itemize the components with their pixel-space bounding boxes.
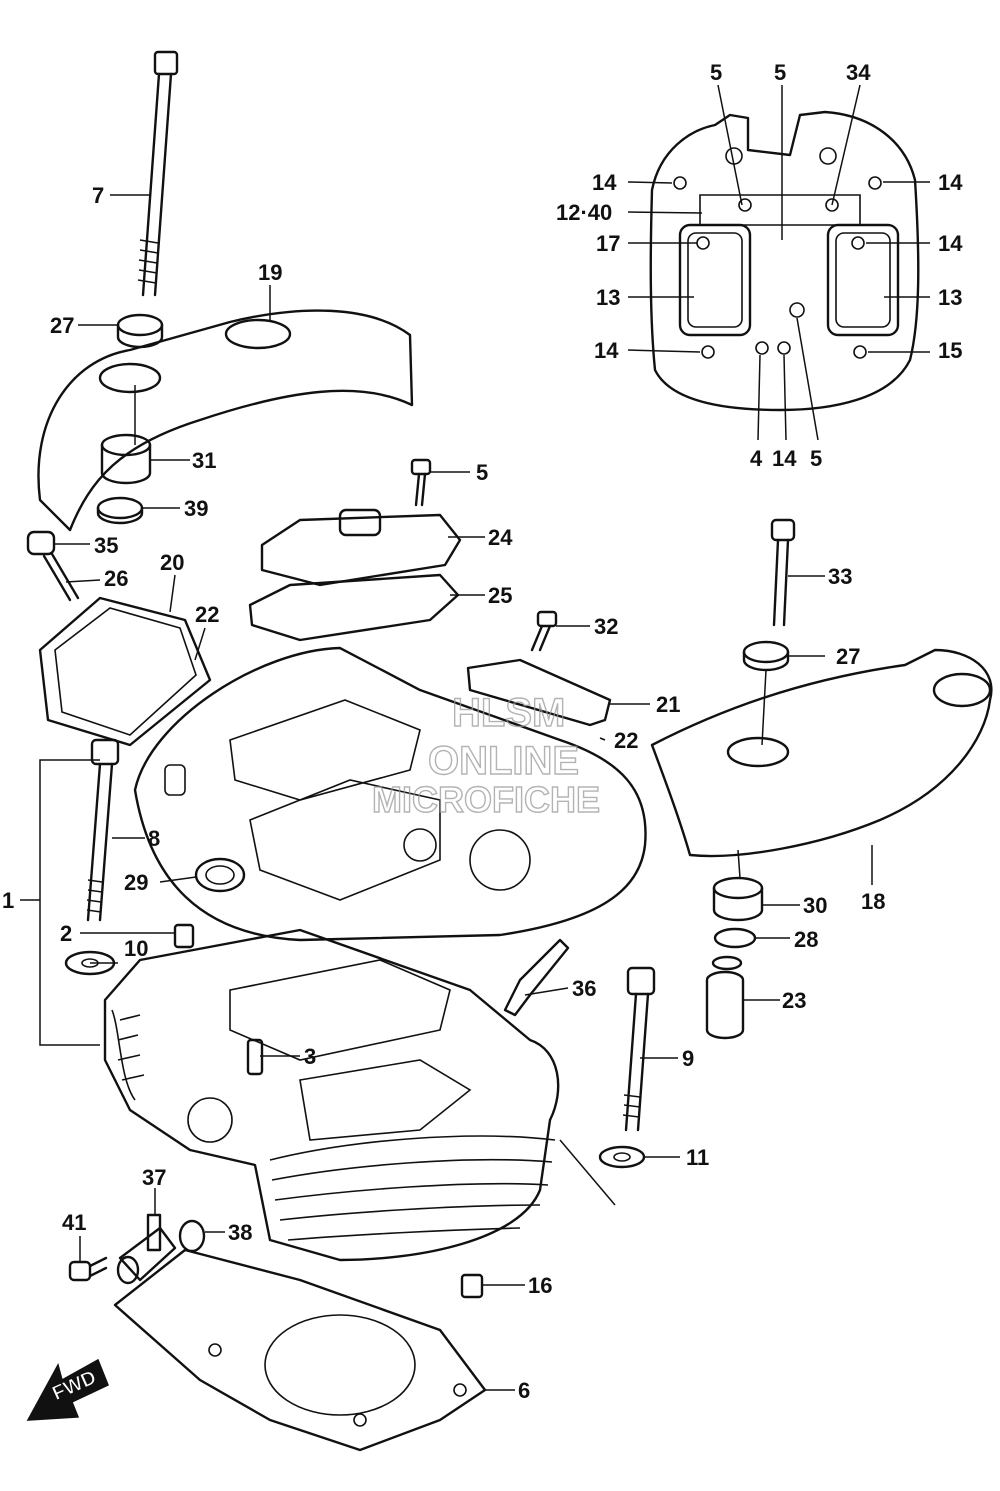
part-29-seal	[194, 857, 246, 893]
label-5-mid: 5	[476, 460, 488, 485]
label-9: 9	[682, 1046, 694, 1071]
label-11: 11	[686, 1145, 709, 1170]
part-23-collar	[705, 955, 745, 1040]
part-18-cover	[650, 648, 993, 858]
label-14-a: 14	[592, 170, 617, 195]
label-28: 28	[794, 927, 818, 952]
leader-lines	[20, 84, 930, 1391]
label-33: 33	[828, 564, 852, 589]
part-16-dowel	[460, 1273, 484, 1299]
label-41: 41	[62, 1210, 86, 1235]
inset-head-top-view	[649, 110, 920, 412]
part-36-spark-plug	[503, 938, 570, 1017]
label-6: 6	[518, 1378, 530, 1403]
label-2: 2	[60, 921, 72, 946]
label-35: 35	[94, 533, 118, 558]
label-5-inset-c: 5	[810, 446, 822, 471]
part-21-plate	[466, 658, 612, 727]
label-25: 25	[488, 583, 512, 608]
watermark-line-2: ONLINE	[428, 739, 579, 783]
part-32-bolt	[530, 610, 558, 652]
label-27-right: 27	[836, 644, 860, 669]
label-24: 24	[488, 525, 513, 550]
part-6-gasket	[113, 1248, 487, 1452]
label-12-40: 12·40	[556, 200, 612, 225]
watermark-line-1: HLSM	[452, 691, 565, 735]
label-34: 34	[846, 60, 871, 85]
part-9-bolt	[622, 966, 656, 1132]
part-35-cap-nut	[26, 530, 56, 556]
label-32: 32	[594, 614, 618, 639]
label-13-a: 13	[596, 285, 620, 310]
label-38: 38	[228, 1220, 252, 1245]
part-31-damper	[100, 433, 152, 485]
part-19-cover	[37, 309, 414, 532]
label-14-d: 14	[594, 338, 619, 363]
fwd-arrow-icon: FWD	[26, 1358, 109, 1421]
label-15: 15	[938, 338, 962, 363]
label-8: 8	[148, 826, 160, 851]
part-37-fitting	[116, 1213, 177, 1285]
label-16: 16	[528, 1273, 552, 1298]
part-2-dowel	[173, 923, 195, 949]
label-21: 21	[656, 692, 680, 717]
label-1: 1	[2, 888, 14, 913]
watermark-line-3: MICROFICHE	[372, 779, 600, 820]
upper-head-block	[133, 646, 647, 942]
part-30-damper	[712, 876, 764, 922]
label-7: 7	[92, 183, 104, 208]
part-25-gasket	[248, 573, 460, 642]
label-18: 18	[861, 889, 885, 914]
part-39-collar	[96, 496, 144, 525]
callout-labels: 7 27 19 31 39 35 26 20 22 5 24 25 32 21 …	[2, 60, 963, 1403]
part-33-bolt	[770, 518, 796, 627]
label-17: 17	[596, 231, 620, 256]
part-3-stud	[246, 1038, 264, 1076]
label-39: 39	[184, 496, 208, 521]
part-7-bolt	[137, 50, 179, 297]
label-26: 26	[104, 566, 128, 591]
part-38-oring	[178, 1219, 206, 1253]
label-36: 36	[572, 976, 596, 1001]
label-23: 23	[782, 988, 806, 1013]
part-20-rocker-cover	[38, 596, 212, 747]
label-30: 30	[803, 893, 827, 918]
label-22-mid: 22	[614, 728, 638, 753]
watermark: HLSM ONLINE MICROFICHE	[371, 690, 600, 820]
label-19: 19	[258, 260, 282, 285]
label-4: 4	[750, 446, 763, 471]
label-31: 31	[192, 448, 216, 473]
label-5-inset-a: 5	[710, 60, 722, 85]
label-29: 29	[124, 870, 148, 895]
label-27-upper: 27	[50, 313, 74, 338]
label-14-e: 14	[772, 446, 797, 471]
part-24-cover-plate	[260, 508, 462, 587]
label-14-b: 14	[938, 170, 963, 195]
part-5-bolt	[410, 458, 432, 507]
lower-cylinder-head	[103, 928, 560, 1262]
part-8-bolt	[86, 738, 120, 922]
part-11-washer	[598, 1145, 646, 1169]
part-41-bolt	[68, 1256, 108, 1282]
part-28-washer	[713, 927, 757, 949]
label-14-c: 14	[938, 231, 963, 256]
part-27-grommet-right	[742, 640, 790, 672]
part-26-stud	[42, 552, 80, 602]
label-22-left: 22	[195, 602, 219, 627]
label-20: 20	[160, 550, 184, 575]
label-13-b: 13	[938, 285, 962, 310]
label-5-inset-b: 5	[774, 60, 786, 85]
label-10: 10	[124, 936, 148, 961]
label-3: 3	[304, 1044, 316, 1069]
label-37: 37	[142, 1165, 166, 1190]
